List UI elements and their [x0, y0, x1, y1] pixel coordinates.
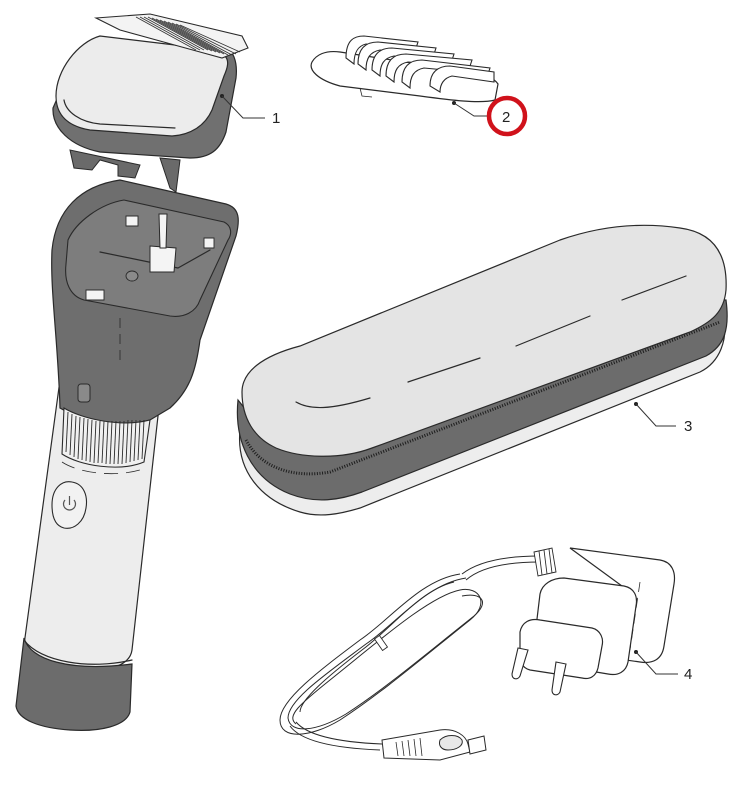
callout-4: 4	[634, 650, 692, 683]
callout-1-label: 1	[272, 110, 280, 127]
part-3-case	[236, 224, 728, 516]
callout-2-label: 2	[502, 109, 510, 126]
highlight-circle	[486, 95, 528, 137]
part-1-trimmer-head	[52, 13, 249, 193]
power-icon	[62, 496, 77, 511]
callout-3: 3	[634, 402, 692, 435]
part-4-power-adapter	[279, 547, 676, 761]
trimmer-handle	[15, 179, 239, 731]
callout-1: 1	[220, 94, 280, 127]
callout-3-label: 3	[684, 418, 692, 435]
part-2-comb	[310, 35, 499, 103]
power-button	[51, 481, 88, 529]
callout-4-label: 4	[684, 666, 692, 683]
callout-2: 2	[452, 95, 528, 137]
